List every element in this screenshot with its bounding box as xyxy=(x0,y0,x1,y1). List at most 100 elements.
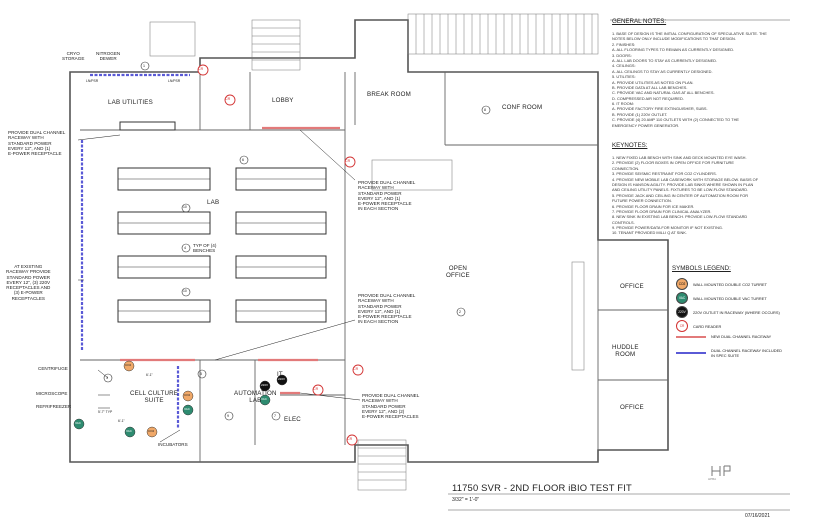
label-dimension-2: 6'-1" xyxy=(118,419,125,423)
room-open-office: OPEN OFFICE xyxy=(446,265,470,280)
symbols-legend-heading: SYMBOLS LEGEND: xyxy=(672,265,731,272)
keynote-line: 9. PROVIDE POWER/DATA FOR MONITOR IF NOT… xyxy=(612,225,724,231)
card-readers xyxy=(197,64,364,446)
label-lnpsr-1: LN/PSR xyxy=(86,79,99,83)
keynote-line: 3. PROVIDE SEISMIC RESTRAINT FOR CO2 CYL… xyxy=(612,171,717,177)
card-reader-tag: CR xyxy=(347,437,353,441)
keynote-line: 7. PROVIDE FLOOR DRAIN FOR CLINICAL ANAL… xyxy=(612,208,712,214)
legend-row: CR CARD READER xyxy=(676,320,721,332)
legend-symbol-icon: VAC xyxy=(676,292,688,304)
co2-turret-tag: CO2 xyxy=(184,393,191,397)
callout-dual-channel-mid: PROVIDE DUAL CHANNEL RACEWAY WITH STANDA… xyxy=(358,293,416,325)
legend-line-icon xyxy=(676,335,706,338)
room-lab-utilities: LAB UTILITIES xyxy=(108,99,153,106)
keynote-tag: 3 xyxy=(106,376,108,380)
keynote-line: 10. TENANT PROVIDED MILLI Q AT SINK. xyxy=(612,230,687,236)
room-huddle-room: HUDDLE ROOM xyxy=(612,344,639,359)
keynotes-heading: KEYNOTES: xyxy=(612,142,648,149)
general-note-line: A. PROVIDE UTILITIES AS NOTED ON PLAN. xyxy=(612,79,694,85)
keynote-line: CONNECTION. xyxy=(612,165,640,171)
general-note-line: A. ALL CEILINGS TO STAY AS CURRENTLY DES… xyxy=(612,68,713,74)
general-note-line: 2. FINISHES: xyxy=(612,41,636,47)
leader-lines xyxy=(77,129,361,443)
keynote-tag: 1 xyxy=(143,64,145,68)
label-lnpsr-2: LN/PSR xyxy=(168,79,181,83)
keynotes-list: 1. NEW FIXED LAB BENCH WITH SINK AND DEC… xyxy=(612,155,758,236)
room-nitrogen-dewer: NITROGEN DEWER xyxy=(96,51,121,62)
callout-dual-channel-left: PROVIDE DUAL CHANNEL RACEWAY WITH STANDA… xyxy=(8,130,66,157)
room-it: IT xyxy=(277,371,283,378)
legend-symbol-icon: CR xyxy=(676,320,688,332)
room-cell-culture-suite: CELL CULTURE SUITE xyxy=(130,390,179,405)
plan-tags xyxy=(103,61,491,421)
drawing-scale: 3/32" = 1'-0" xyxy=(452,497,480,503)
general-note-line: B. PROVIDE (1) 220V OUTLET. xyxy=(612,111,668,117)
general-note-line: 4. CEILINGS: xyxy=(612,63,636,69)
label-incubators: INCUBATORS xyxy=(158,442,188,447)
keynote-line: FUTURE POWER CONNECTION. xyxy=(612,198,672,204)
keynote-line: 8. NEW SINK IN EXISTING LAB BENCH. PROVI… xyxy=(612,214,748,220)
utility-turrets xyxy=(73,360,288,438)
room-automation-lab: AUTOMATION LAB xyxy=(234,390,277,405)
legend-line-icon xyxy=(676,352,706,354)
legend-symbol-icon: CO2 xyxy=(676,278,688,290)
room-lab: LAB xyxy=(207,199,220,206)
general-note-line: C. PROVIDE (4) 20 AMP 110 OUTLETS WITH (… xyxy=(612,117,739,123)
card-reader-tag: CR xyxy=(313,387,319,391)
conference-room-fixtures xyxy=(149,21,585,371)
keynote-line: 5. PROVIDE JACK AND CEILING IN CENTER OF… xyxy=(612,192,749,198)
raceway-existing xyxy=(80,73,190,428)
general-note-line: B. PROVIDE DATA AT ALL LAB BENCHES. xyxy=(612,84,688,90)
callout-dual-channel-center: PROVIDE DUAL CHANNEL RACEWAY WITH STANDA… xyxy=(358,180,416,212)
drawing-date: 07/16/2021 xyxy=(745,513,771,519)
callout-existing-raceway: AT EXISTING RACEWAY PROVIDE STANDARD POW… xyxy=(6,264,51,301)
callout-typ-benches: TYP OF (4) BENCHES xyxy=(193,243,217,254)
room-lobby: LOBBY xyxy=(272,97,294,104)
legend-row: VAC WALL MOUNTED DOUBLE VAC TURRET xyxy=(676,292,767,304)
title-block-rule xyxy=(448,19,790,511)
legend-symbol-icon: 220V xyxy=(676,306,688,318)
keynote-line: 4. PROVIDE NEW MOBILE LAB CASEWORK WITH … xyxy=(612,176,759,182)
keynote-tag: 7 xyxy=(274,414,276,418)
hpba-logo xyxy=(711,465,731,476)
keynote-line: DESIGN IS HANSON AGILITY. PROVIDE LAB SI… xyxy=(612,181,754,187)
label-refrifreezer: REFRIFREEZER xyxy=(36,404,72,409)
hpba-logo-text: HPBA xyxy=(708,477,717,481)
lab-benches xyxy=(117,121,327,323)
keynote-tag: 10 xyxy=(183,289,187,293)
general-note-line: C. PROVIDE VAC AND NATURAL GAS AT ALL BE… xyxy=(612,90,715,96)
general-note-line: NOTES BELOW ONLY INCLUDE MODIFICATIONS T… xyxy=(612,36,736,42)
general-note-line: A. ALL LAB DOORS TO STAY AS CURRENTLY DE… xyxy=(612,57,718,63)
220v-outlet-tag: 220V xyxy=(278,377,286,381)
220v-outlet-tag: 220V xyxy=(261,383,269,387)
drawing-title: 11750 SVR - 2ND FLOOR iBIO TEST FIT xyxy=(452,482,632,493)
keynote-line: AND CEILING UTILITY PANELS. FIXTURES TO … xyxy=(612,187,749,193)
keynote-tag: 4 xyxy=(184,246,186,250)
general-notes-heading: GENERAL NOTES: xyxy=(612,18,667,25)
general-note-line: 3. DOORS: xyxy=(612,52,632,58)
general-note-line: 1. BASE OF DESIGN IS THE INITIAL CONFIGU… xyxy=(612,31,767,36)
stairs xyxy=(251,13,599,491)
legend-row: 220V 220V OUTLET IN RACEWAY (WHERE OCCURS… xyxy=(676,306,780,318)
vac-turret-tag: VAC xyxy=(75,421,81,425)
general-notes-list: 1. BASE OF DESIGN IS THE INITIAL CONFIGU… xyxy=(612,31,767,128)
legend-label: WALL MOUNTED DOUBLE VAC TURRET xyxy=(693,295,767,301)
label-centrifuge: CENTRIFUGE xyxy=(38,366,68,371)
legend-label: NEW DUAL CHANNEL RACEWAY xyxy=(711,334,772,339)
general-note-line: D. COMPRESSED AIR NOT REQUIRED. xyxy=(612,95,684,101)
co2-turret-tag: CO2 xyxy=(148,429,155,433)
legend-label: DUAL CHANNEL RACEWAY INCLUDED IN SPEC SU… xyxy=(711,348,782,358)
keynote-tag: 5 xyxy=(200,372,202,376)
keynote-line: 6. PROVIDE FLOOR DRAIN FOR ICE MAKER. xyxy=(612,203,695,209)
vac-turret-tag: VAC xyxy=(184,407,190,411)
general-note-line: A. ALL FLOORING TYPES TO REMAIN AS CURRE… xyxy=(612,47,735,53)
keynote-tag: 8 xyxy=(484,108,486,112)
keynote-line: 2. PROVIDE (2) FLOOR BOXES IN OPEN OFFIC… xyxy=(612,160,734,166)
legend-label: CARD READER xyxy=(693,323,722,329)
legend-label: 220V OUTLET IN RACEWAY (WHERE OCCURS) xyxy=(693,309,780,315)
keynote-tag: 10 xyxy=(183,205,187,209)
general-note-line: 5. UTILITIES: xyxy=(612,74,636,80)
